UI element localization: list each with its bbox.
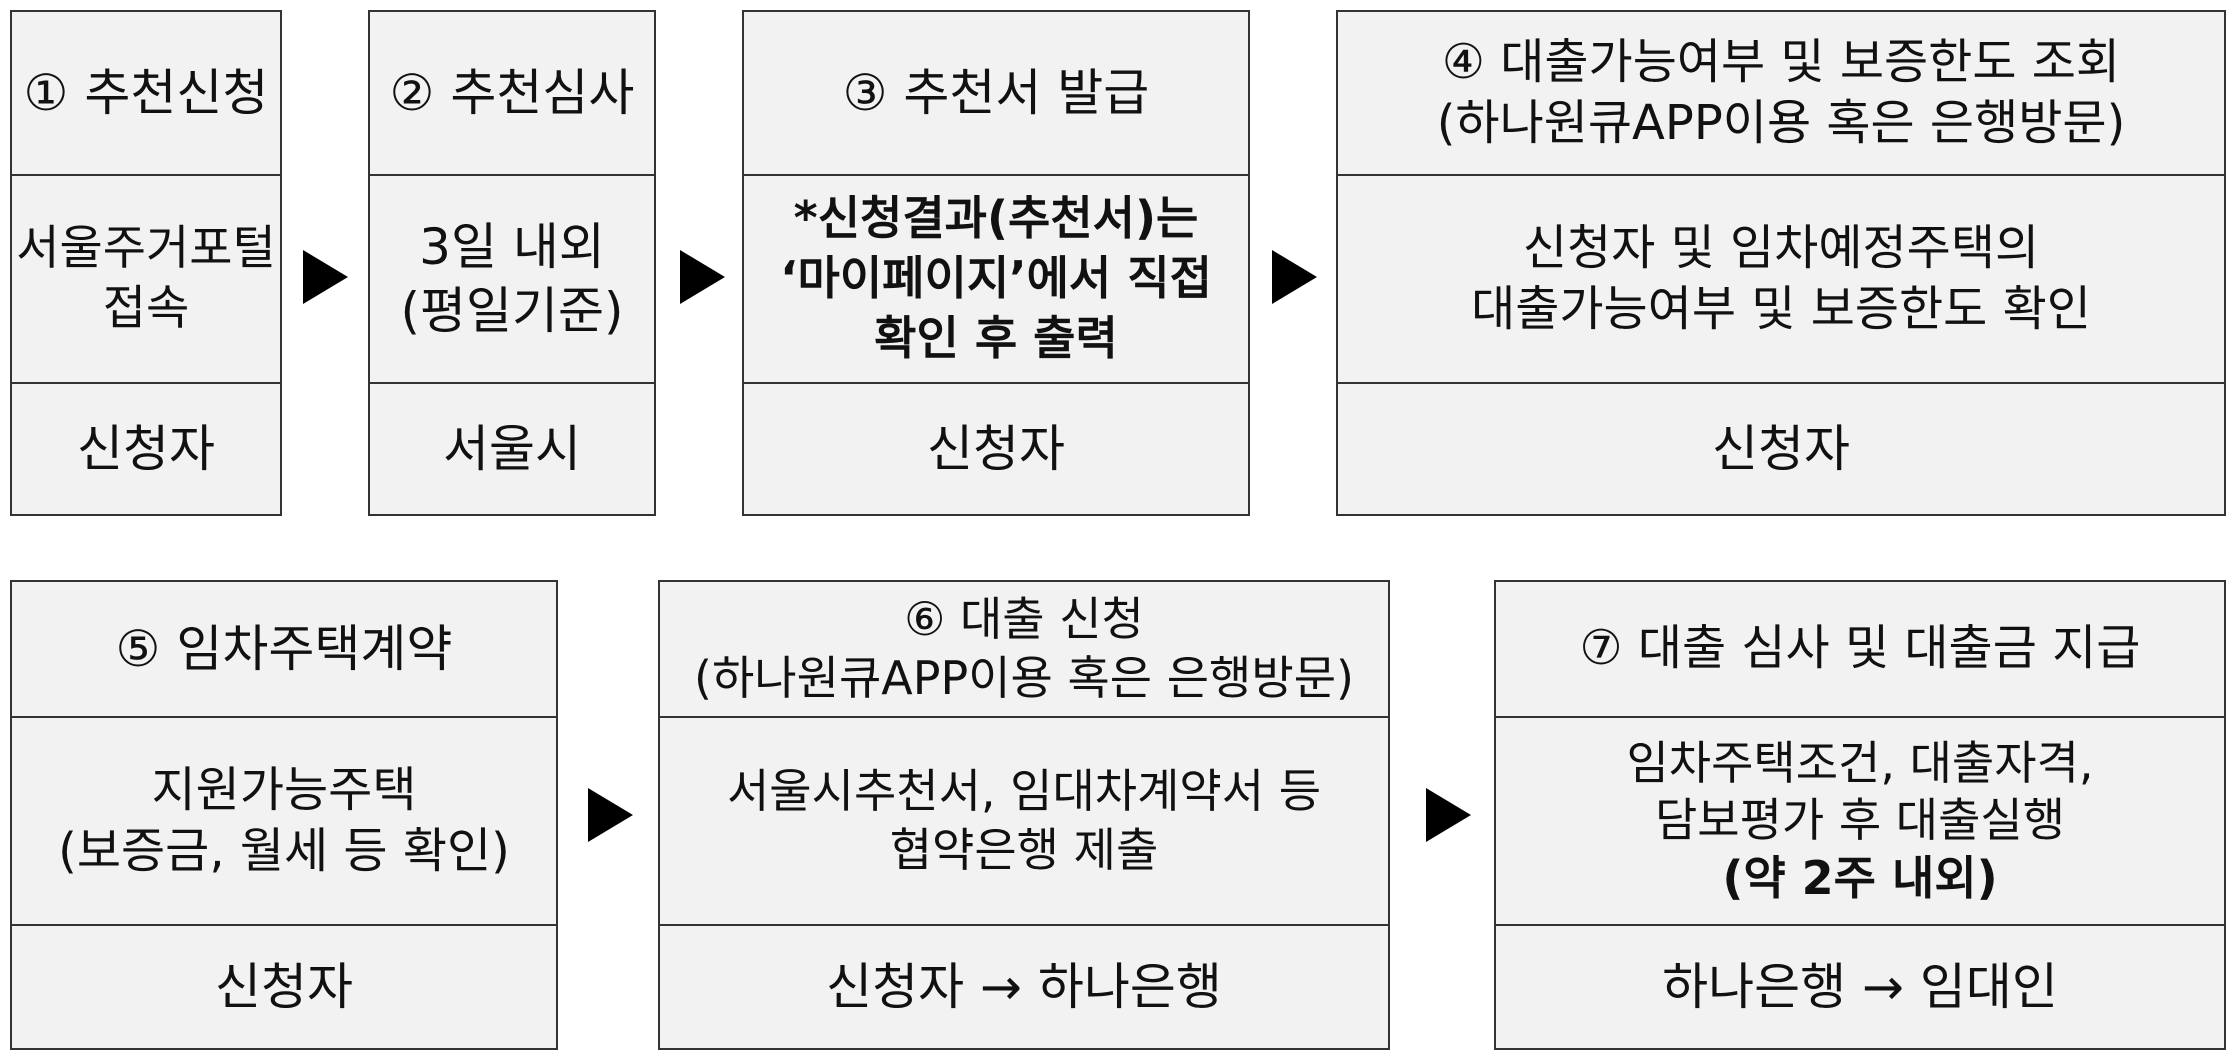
step-actor: 서울시 [443,420,581,478]
step-7-box: ⑦ 대출 심사 및 대출금 지급 임차주택조건, 대출자격, 담보평가 후 대출… [1494,580,2226,1050]
step-actor: 신청자 [927,420,1065,478]
flow-arrow-1 [303,250,348,304]
step-description: 서울시추천서, 임대차계약서 등 협약은행 제출 [660,718,1388,926]
step-3-box: ③ 추천서 발급 *신청결과(추천서)는 ‘마이페이지’에서 직접 확인 후 출… [742,10,1250,516]
step-title: ⑥ 대출 신청 (하나원큐APP이용 혹은 은행방문) [660,582,1388,718]
flow-arrow-5 [1426,788,1471,842]
step-actor: 신청자 → 하나은행 [826,958,1222,1016]
step-6-box: ⑥ 대출 신청 (하나원큐APP이용 혹은 은행방문) 서울시추천서, 임대차계… [658,580,1390,1050]
step-2-box: ② 추천심사 3일 내외 (평일기준) 서울시 [368,10,656,516]
step-description: 임차주택조건, 대출자격, 담보평가 후 대출실행 (약 2주 내외) [1496,718,2224,926]
flow-arrow-4 [588,788,633,842]
step-actor: 신청자 [215,958,353,1016]
step-title: ⑦ 대출 심사 및 대출금 지급 [1496,582,2224,718]
step-title: ② 추천심사 [370,12,654,176]
step-4-box: ④ 대출가능여부 및 보증한도 조회 (하나원큐APP이용 혹은 은행방문) 신… [1336,10,2226,516]
flow-arrow-3 [1272,250,1317,304]
flow-arrow-2 [680,250,725,304]
step-title: ③ 추천서 발급 [744,12,1248,176]
step-title: ④ 대출가능여부 및 보증한도 조회 (하나원큐APP이용 혹은 은행방문) [1338,12,2224,176]
step-description: 신청자 및 임차예정주택의 대출가능여부 및 보증한도 확인 [1338,176,2224,384]
step-actor: 신청자 [1712,420,1850,478]
step-description: *신청결과(추천서)는 ‘마이페이지’에서 직접 확인 후 출력 [744,176,1248,384]
step-title: ⑤ 임차주택계약 [12,582,556,718]
step-actor: 하나은행 → 임대인 [1662,958,2058,1016]
step-1-box: ① 추천신청 서울주거포털 접속 신청자 [10,10,282,516]
step-5-box: ⑤ 임차주택계약 지원가능주택 (보증금, 월세 등 확인) 신청자 [10,580,558,1050]
step-description: 3일 내외 (평일기준) [370,176,654,384]
step-title: ① 추천신청 [12,12,280,176]
step-description: 서울주거포털 접속 [12,176,280,384]
step-actor: 신청자 [77,420,215,478]
step-description: 지원가능주택 (보증금, 월세 등 확인) [12,718,556,926]
